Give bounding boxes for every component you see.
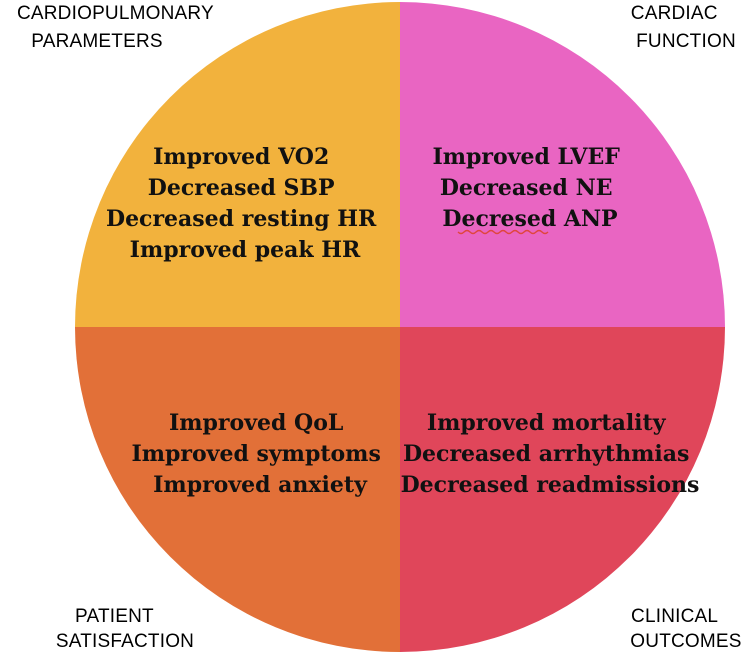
quadrant-cardiopulmonary [75, 2, 400, 327]
corner-label-line: SATISFACTION [56, 631, 194, 652]
quadrant-text-clinical-outcomes: Improved mortality Decreased arrhythmias… [401, 410, 700, 498]
corner-label-cardiac-function: CARDIAC FUNCTION [631, 3, 736, 52]
quadrant-patient-satisfaction [75, 327, 400, 652]
quadrant-line: Decreased readmissions [401, 472, 700, 498]
quadrant-line: Decreased resting HR [106, 206, 377, 232]
quadrant-line: Decresed ANP [442, 206, 617, 232]
corner-label-line: PARAMETERS [31, 31, 163, 52]
corner-label-line: CARDIAC [631, 3, 718, 24]
quadrant-line: Improved QoL [169, 410, 343, 436]
corner-label-clinical-outcomes: CLINICAL OUTCOMES [630, 606, 741, 652]
quadrant-text-patient-satisfaction: Improved QoL Improved symptoms Improved … [131, 410, 388, 498]
quadrant-line: Improved anxiety [153, 472, 368, 498]
quadrant-line: Improved peak HR [130, 237, 361, 263]
quadrant-text-cardiac-function: Improved LVEF Decreased NE Decresed ANP [432, 144, 627, 232]
quadrant-line: Decreased arrhythmias [403, 441, 689, 467]
corner-label-cardiopulmonary: CARDIOPULMONARY PARAMETERS [17, 3, 219, 52]
quadrant-line: Decreased NE [440, 175, 613, 201]
quadrant-line: Improved VO2 [153, 144, 329, 170]
corner-label-line: FUNCTION [636, 31, 736, 52]
quadrant-cardiac-function [400, 2, 725, 327]
quadrant-line: Decreased SBP [148, 175, 335, 201]
quadrant-text-cardiopulmonary: Improved VO2 Decreased SBP Decreased res… [106, 144, 384, 263]
corner-label-line: OUTCOMES [630, 631, 741, 652]
quadrant-clinical-outcomes [400, 327, 725, 652]
quadrant-line: Improved LVEF [432, 144, 620, 170]
quadrant-line: Improved symptoms [131, 441, 380, 467]
quadrant-line: Improved mortality [427, 410, 667, 436]
corner-label-line: PATIENT [75, 606, 154, 627]
spellcheck-underline [457, 229, 549, 235]
corner-label-patient-satisfaction: PATIENT SATISFACTION [56, 606, 194, 652]
corner-label-line: CLINICAL [631, 606, 717, 627]
corner-label-line: CARDIOPULMONARY [17, 3, 214, 24]
